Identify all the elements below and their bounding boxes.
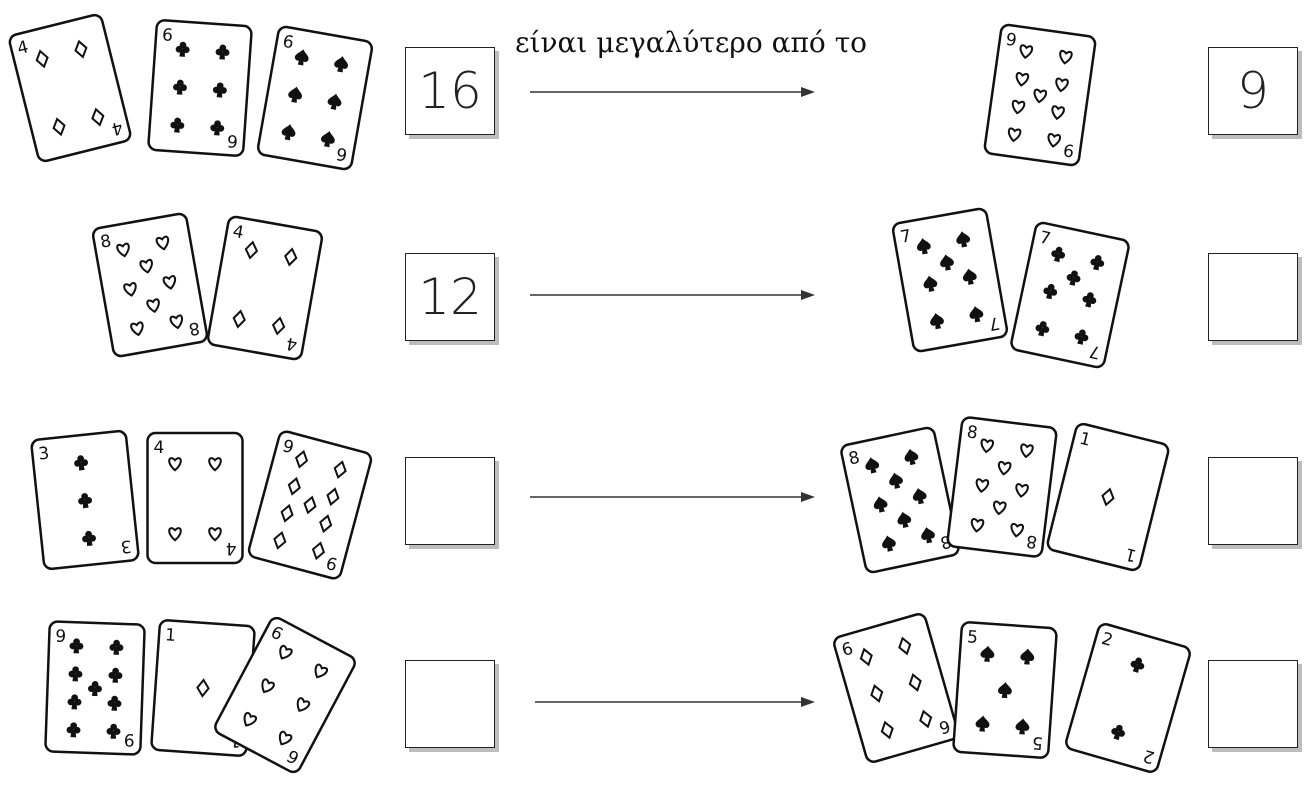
card-rank-top: 6 <box>161 25 173 46</box>
card-rank-bottom: 5 <box>1031 732 1043 753</box>
playing-card-club-6: 66 <box>148 20 252 156</box>
playing-card-diamond-6: 66 <box>832 612 959 763</box>
arrow-icon <box>530 87 815 97</box>
playing-card-club-7: 77 <box>1010 222 1130 369</box>
card-rank-top: 1 <box>164 625 176 646</box>
left-total-box[interactable]: 16 <box>405 47 495 135</box>
playing-card-club-9: 99 <box>45 621 144 754</box>
card-rank-top: 9 <box>55 627 67 647</box>
playing-card-club-2: 22 <box>1064 622 1191 773</box>
playing-card-diamond-9: 99 <box>247 430 372 580</box>
card-rank-top: 4 <box>154 438 165 458</box>
playing-card-diamond-4: 44 <box>207 216 323 361</box>
playing-card-club-3: 33 <box>31 430 139 569</box>
playing-card-spade-5: 55 <box>953 622 1057 758</box>
card-rank-bottom: 3 <box>120 535 133 556</box>
arrow-icon <box>535 697 815 707</box>
arrow-icon <box>530 290 815 300</box>
playing-card-heart-4: 44 <box>148 433 243 563</box>
playing-card-heart-9: 99 <box>984 24 1096 166</box>
right-total-box[interactable] <box>1208 660 1298 748</box>
card-rank-bottom: 9 <box>124 729 136 749</box>
left-total-box[interactable] <box>405 457 495 545</box>
left-total-box[interactable] <box>405 660 495 748</box>
left-total-box[interactable]: 12 <box>405 253 495 341</box>
playing-card-heart-8: 88 <box>92 213 208 358</box>
card-rank-top: 3 <box>37 444 50 465</box>
playing-card-heart-8: 88 <box>947 417 1057 558</box>
playing-card-spade-8: 88 <box>840 427 960 574</box>
card-rank-bottom: 4 <box>226 538 237 558</box>
card-rank-bottom: 6 <box>226 130 238 151</box>
arrow-icon <box>530 492 815 502</box>
playing-card-diamond-1: 11 <box>1046 422 1170 571</box>
right-total-box[interactable]: 9 <box>1208 47 1298 135</box>
playing-card-spade-7: 77 <box>892 208 1008 353</box>
right-total-box[interactable] <box>1208 457 1298 545</box>
card-rank-top: 5 <box>966 627 978 648</box>
right-total-box[interactable] <box>1208 253 1298 341</box>
playing-card-diamond-4: 44 <box>8 13 132 162</box>
playing-card-spade-6: 66 <box>257 26 373 171</box>
